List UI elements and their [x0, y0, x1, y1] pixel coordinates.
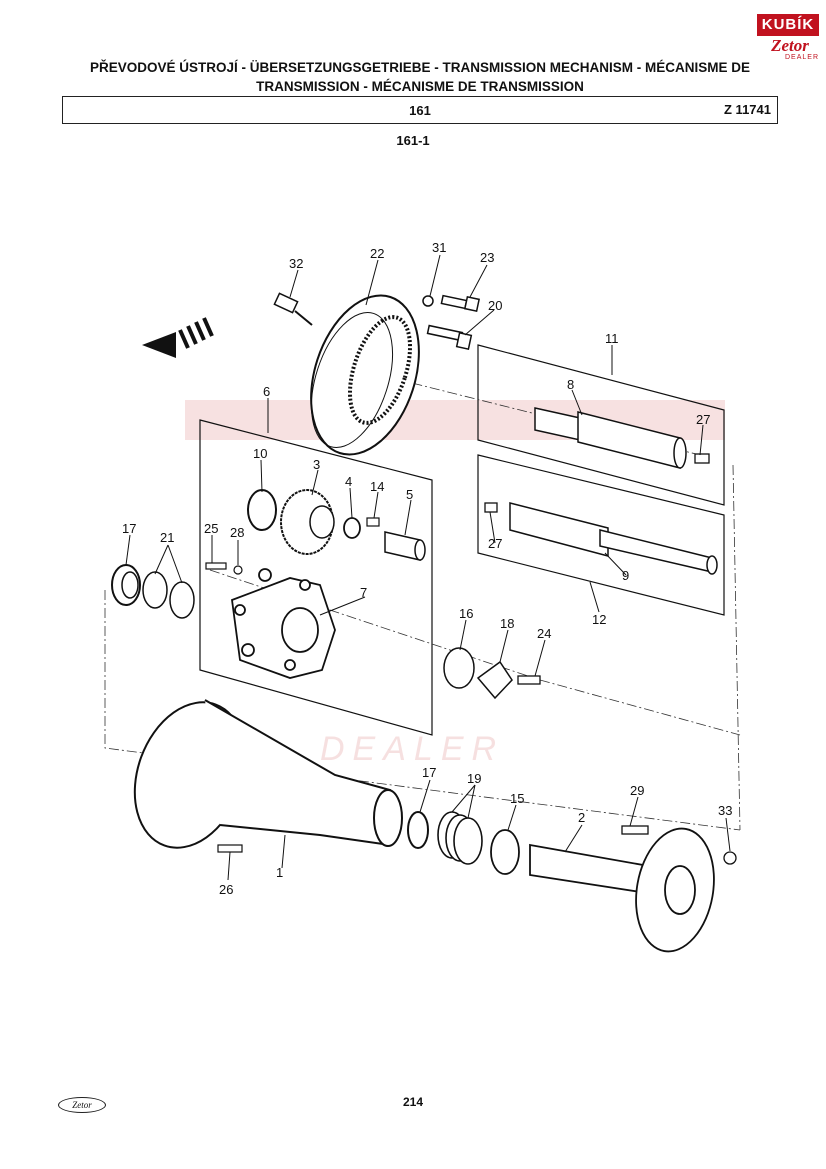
footer-zetor-logo: Zetor — [58, 1097, 106, 1113]
part-label-6: 6 — [263, 384, 270, 399]
part-label-18: 18 — [500, 616, 514, 631]
part-label-14: 14 — [370, 479, 384, 494]
part-label-17a: 17 — [122, 521, 136, 536]
part-label-22: 22 — [370, 246, 384, 261]
shaft-part-9 — [509, 502, 718, 575]
bolt-part-32 — [273, 292, 313, 326]
washer-part-28 — [233, 565, 243, 575]
pin-part-5 — [384, 531, 426, 561]
part-label-7: 7 — [360, 585, 367, 600]
kubik-zetor-logo: KUBÍK Zetor DEALER — [757, 14, 819, 66]
pin-part-27b — [484, 502, 498, 513]
part-label-24: 24 — [537, 626, 551, 641]
group-number: 161 — [409, 103, 431, 118]
disc-part-21 — [142, 571, 195, 619]
assembly-frames — [199, 344, 725, 736]
part-label-20: 20 — [488, 298, 502, 313]
part-label-28: 28 — [230, 525, 244, 540]
part-label-4: 4 — [345, 474, 352, 489]
bolt-part-25 — [205, 562, 227, 570]
seal-part-17a — [111, 564, 141, 606]
part-label-5: 5 — [406, 487, 413, 502]
leader-lines — [125, 254, 731, 881]
part-label-32: 32 — [289, 256, 303, 271]
direction-arrow-icon — [142, 317, 214, 358]
drawing-code: Z 11741 — [724, 102, 771, 117]
part-label-3: 3 — [313, 457, 320, 472]
page-title: PŘEVODOVÉ ÚSTROJÍ - ÜBERSETZUNGSGETRIEBE… — [89, 60, 751, 94]
shaft-part-8 — [534, 407, 687, 469]
part-label-16: 16 — [459, 606, 473, 621]
subgroup-number: 161-1 — [396, 133, 430, 148]
part-label-12: 12 — [592, 612, 606, 627]
part-label-9: 9 — [622, 568, 629, 583]
gear-part-3 — [280, 489, 335, 555]
bolt-part-29 — [621, 825, 649, 835]
disc-part-16 — [443, 647, 475, 689]
dealer-logo-text: DEALER — [784, 54, 819, 61]
planet-carrier-part-7 — [231, 568, 336, 679]
part-label-26: 26 — [219, 882, 233, 897]
part-label-27a: 27 — [696, 412, 710, 427]
part-label-1: 1 — [276, 865, 283, 880]
part-label-25: 25 — [204, 521, 218, 536]
part-label-27b: 27 — [488, 536, 502, 551]
seal-part-17b — [407, 811, 429, 849]
bolt-part-26 — [217, 844, 243, 853]
group-header-box: 161 Z 11741 — [62, 96, 778, 124]
part-label-21: 21 — [160, 530, 174, 545]
ring-gear-part-22 — [310, 294, 420, 456]
ring-part-4 — [343, 517, 361, 539]
part-label-31: 31 — [432, 240, 446, 255]
bolt-part-24 — [517, 675, 541, 685]
housing-part-1 — [133, 699, 403, 849]
zetor-logo-text: Zetor — [771, 36, 809, 55]
rings-part-19 — [437, 811, 483, 865]
bolts-part-20-23-31 — [422, 294, 481, 350]
part-label-17b: 17 — [422, 765, 436, 780]
part-label-8: 8 — [567, 377, 574, 392]
pin-part-14 — [366, 517, 380, 527]
nut-part-33 — [723, 851, 737, 865]
part-label-19: 19 — [467, 771, 481, 786]
part-label-2: 2 — [578, 810, 585, 825]
axle-shaft-part-2 — [529, 827, 715, 953]
plate-part-18 — [476, 660, 513, 700]
part-label-23: 23 — [480, 250, 494, 265]
kubik-logo-text: KUBÍK — [761, 16, 815, 33]
kubik-logo-box — [757, 14, 819, 36]
part-label-33: 33 — [718, 803, 732, 818]
part-label-29: 29 — [630, 783, 644, 798]
bearing-part-15 — [490, 829, 520, 875]
watermark-text: DEALER — [320, 730, 504, 768]
pin-part-27a — [694, 453, 710, 464]
part-label-11: 11 — [605, 331, 619, 346]
page-number: 214 — [402, 1095, 424, 1109]
part-labels: 32 22 31 23 20 11 8 27 6 10 3 4 14 5 17 … — [122, 240, 732, 897]
exploded-diagram: DEALER — [104, 240, 741, 953]
part-label-10: 10 — [253, 446, 267, 461]
ring-part-10 — [247, 489, 277, 531]
part-label-15: 15 — [510, 791, 524, 806]
